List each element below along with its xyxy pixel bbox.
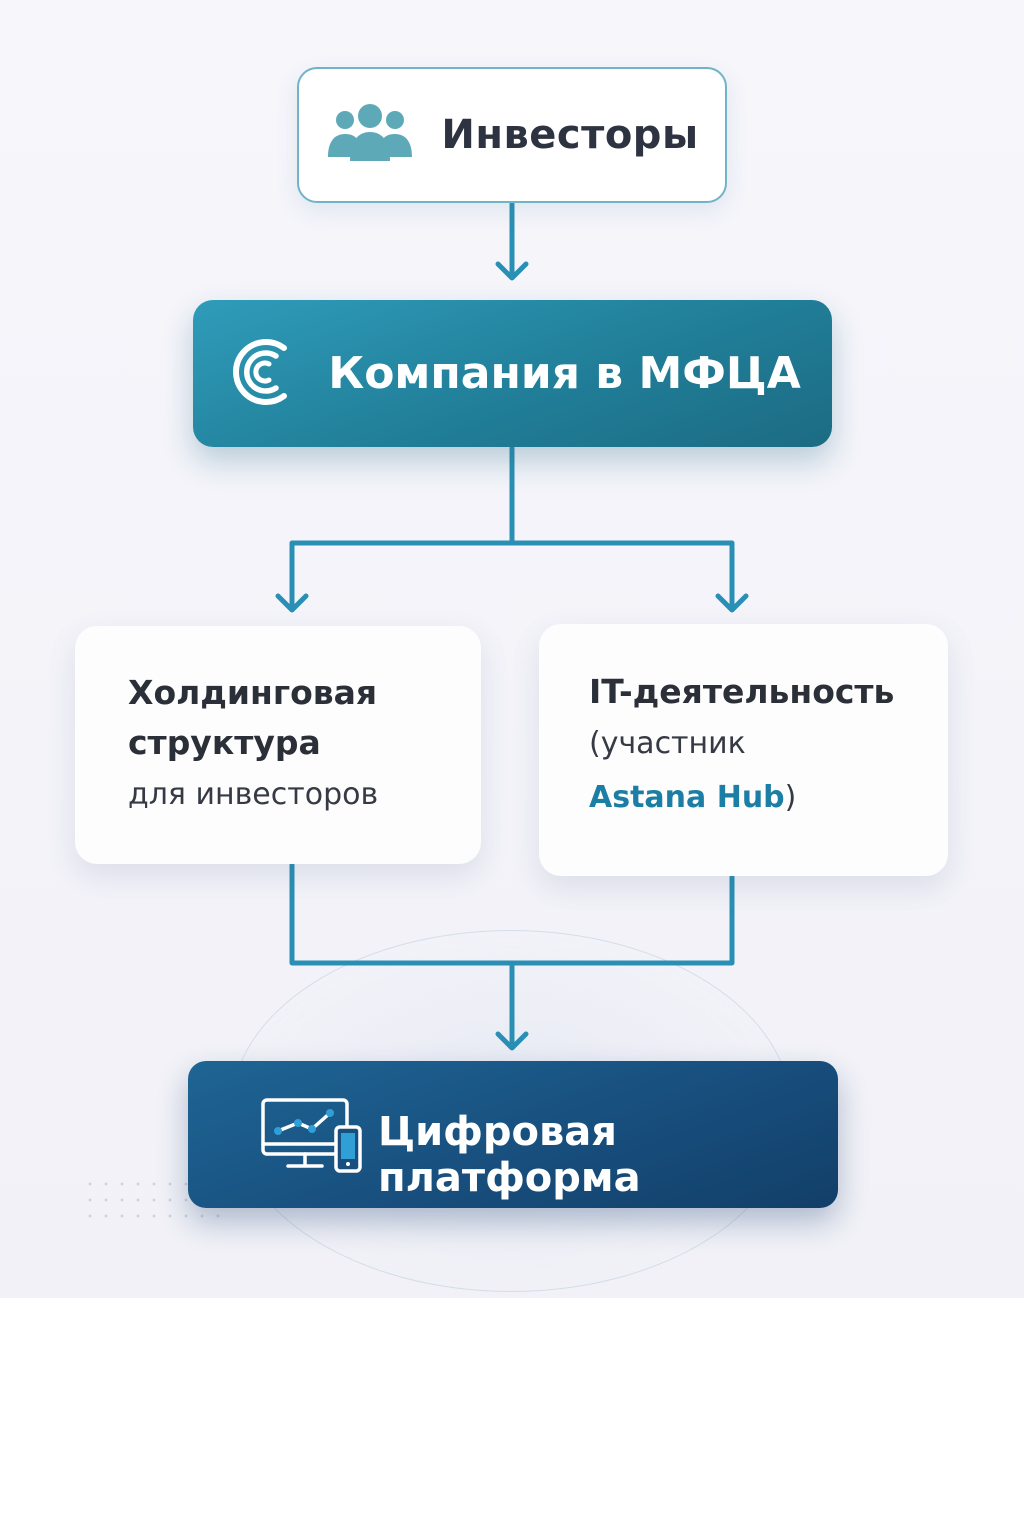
connector-merge <box>289 862 735 966</box>
diagram-canvas: Инвесторы Компания в МФЦА Холдинговая ст… <box>0 0 1024 1298</box>
platform-label: Цифровая платформа <box>378 1109 641 1201</box>
arrow-head-platform <box>495 1031 529 1051</box>
it-closing-paren: ) <box>784 780 797 815</box>
it-brand-line: Astana Hub) <box>589 771 894 825</box>
company-node: Компания в МФЦА <box>193 300 832 447</box>
aifc-logo-icon <box>224 334 294 414</box>
company-label: Компания в МФЦА <box>328 348 801 399</box>
it-subtitle: (участник <box>589 726 746 761</box>
platform-node: Цифровая платформа <box>188 1061 838 1208</box>
people-group-icon <box>325 101 415 169</box>
monitor-phone-icon <box>260 1097 364 1179</box>
connector-company-it <box>509 540 735 611</box>
connector-company-holding <box>289 445 515 611</box>
holding-title-line1: Холдинговая <box>128 673 378 712</box>
it-title: IT-деятельность <box>589 672 895 711</box>
arrow-head-it <box>715 593 749 613</box>
connectors <box>275 201 749 1051</box>
astana-hub-label: Astana Hub <box>589 780 785 815</box>
investors-node: Инвесторы <box>297 67 727 203</box>
investors-label: Инвесторы <box>441 112 699 158</box>
arrow-head-company <box>495 261 529 281</box>
it-activity-card: IT-деятельность (участник Astana Hub) <box>539 624 948 876</box>
holding-subtitle: для инвесторов <box>128 777 379 812</box>
holding-title-line2: структура <box>128 723 321 762</box>
holding-card: Холдинговая структура для инвесторов <box>75 626 481 864</box>
arrow-head-holding <box>275 593 309 613</box>
